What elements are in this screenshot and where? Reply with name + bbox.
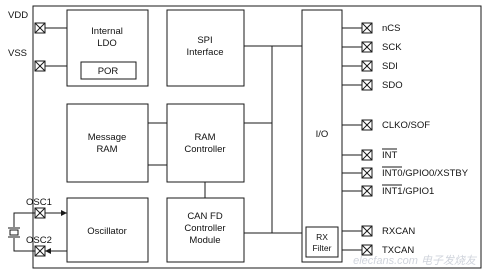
osc1-pin-x2 <box>34 207 46 219</box>
rx-filter-label-line1: RX <box>316 232 328 242</box>
int-pin-x2 <box>361 149 373 161</box>
int0-pin-x2 <box>361 167 373 179</box>
ldo-label-line1: Internal <box>91 26 123 37</box>
ram-controller-label-line2: Controller <box>184 144 225 155</box>
vss-label: VSS <box>8 48 27 59</box>
osc2-pin-x2 <box>34 245 46 257</box>
por-block <box>80 61 137 80</box>
sdi-label: SDI <box>382 61 398 72</box>
wire-spi-ramcontroller <box>244 45 273 124</box>
right-pins: nCS SCK SDI SDO CLKO/SOF INT <box>342 22 469 256</box>
int0-label: INT0/GPIO0/XSTBY <box>382 168 469 179</box>
ram-controller-label-line1: RAM <box>194 132 215 143</box>
rx-filter-label-line2: Filter <box>313 243 332 253</box>
ncs-pin-x2 <box>361 22 373 34</box>
rxcan-label: RXCAN <box>382 226 415 237</box>
rx-filter-block <box>305 226 339 258</box>
ncs-label: nCS <box>382 23 400 34</box>
message-ram-label-line2: RAM <box>96 144 117 155</box>
sdo-pin-x2 <box>361 79 373 91</box>
ldo-label-line2: LDO <box>97 38 117 49</box>
io-block <box>301 9 343 263</box>
canfd-controller-block <box>166 197 245 263</box>
message-ram-block <box>66 103 149 183</box>
osc2-arrow <box>45 248 51 254</box>
txcan-pin-x2 <box>361 244 373 256</box>
clko-label: CLKO/SOF <box>382 120 430 131</box>
sck-label: SCK <box>382 42 402 53</box>
watermark: elecfans.com 电子发烧友 <box>353 254 478 267</box>
int1-label: INT1/GPIO1 <box>382 186 434 197</box>
txcan-label: TXCAN <box>382 245 414 256</box>
rxcan-pin-x2 <box>361 225 373 237</box>
vdd-label: VDD <box>8 10 28 21</box>
crystal-wire-bottom <box>13 238 35 252</box>
spi-label-line2: Interface <box>187 47 224 58</box>
spi-label-line1: SPI <box>197 35 212 46</box>
sdo-label: SDO <box>382 80 403 91</box>
oscillator-block <box>66 197 149 263</box>
message-ram-label-line1: Message <box>88 132 127 143</box>
spi-interface-block <box>166 9 245 87</box>
canfd-label-line3: Module <box>189 235 220 246</box>
int1-pin-x2 <box>361 185 373 197</box>
crystal-wire-top <box>13 212 35 227</box>
canfd-label-line1: CAN FD <box>187 211 223 222</box>
sdi-pin-x2 <box>361 60 373 72</box>
clko-pin-x2 <box>361 119 373 131</box>
vdd-pin-x2 <box>34 22 46 34</box>
por-label: POR <box>98 66 119 77</box>
io-label: I/O <box>316 129 329 140</box>
sck-pin-x2 <box>361 41 373 53</box>
ram-controller-block <box>166 103 245 183</box>
int-label: INT <box>382 150 398 161</box>
crystal-icon <box>9 229 19 236</box>
canfd-label-line2: Controller <box>184 223 225 234</box>
osc2-label: OSC2 <box>26 235 52 246</box>
osc1-label: OSC1 <box>26 197 52 208</box>
oscillator-label: Oscillator <box>87 226 127 237</box>
vss-pin-x2 <box>34 60 46 72</box>
osc1-arrow <box>61 210 67 216</box>
